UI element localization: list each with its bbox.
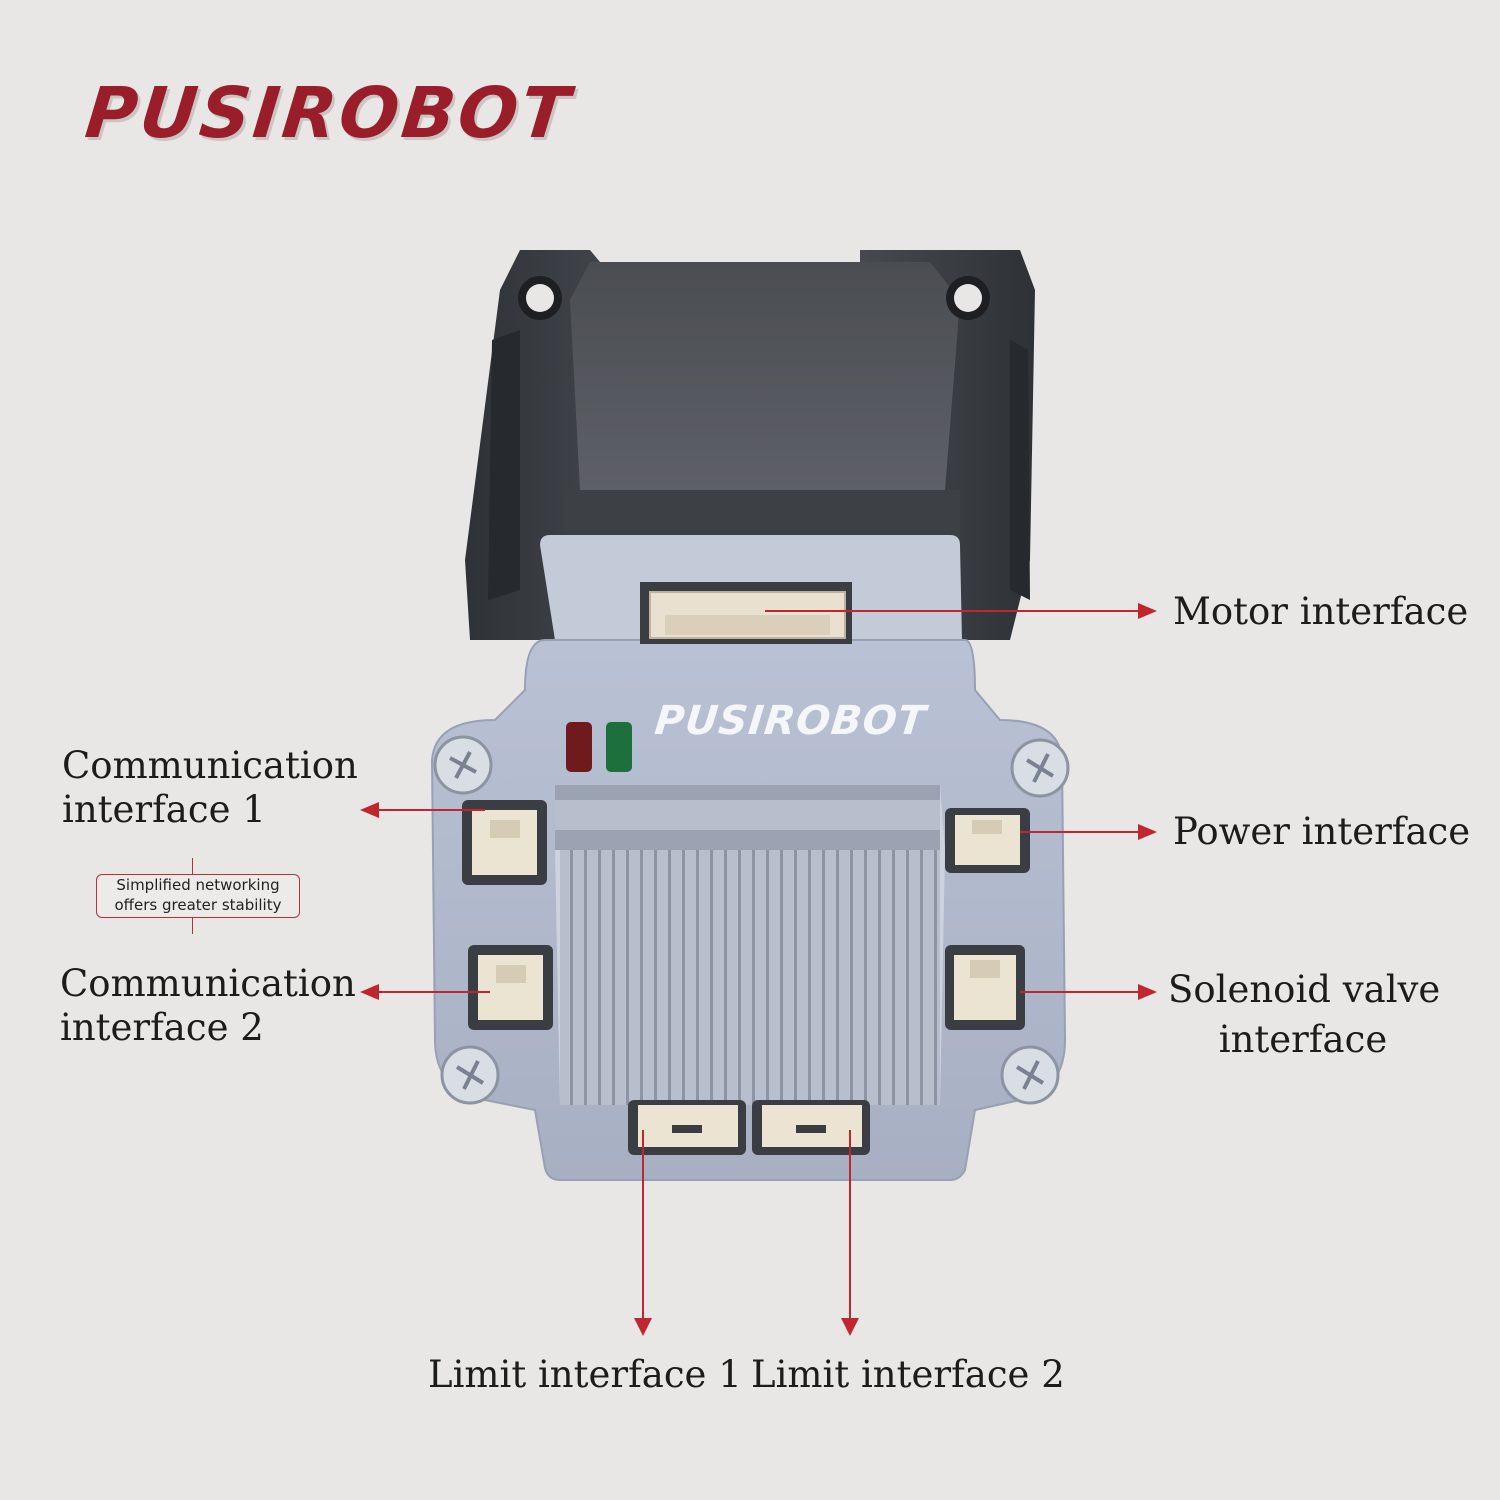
status-led-green bbox=[606, 722, 632, 772]
solenoid-connector bbox=[945, 945, 1025, 1030]
label-solenoid-line1: Solenoid valve bbox=[1168, 968, 1441, 1011]
limit2-connector bbox=[752, 1100, 870, 1155]
label-comm2-line2: interface 2 bbox=[60, 1006, 264, 1049]
screw-icon bbox=[1000, 1045, 1060, 1105]
label-comm-interface-1: Communication interface 1 bbox=[62, 744, 358, 832]
callout-arrows bbox=[360, 603, 1157, 1336]
label-solenoid-line2: interface bbox=[1218, 1018, 1388, 1061]
note-line1: Simplified networking bbox=[116, 876, 280, 894]
comm1-connector bbox=[462, 800, 547, 885]
screw-icon bbox=[440, 1045, 500, 1105]
note-connector-bottom bbox=[192, 918, 193, 934]
label-comm1-line2: interface 1 bbox=[62, 788, 266, 831]
label-power-interface: Power interface bbox=[1173, 810, 1471, 853]
limit1-connector bbox=[628, 1100, 746, 1155]
note-connector-top bbox=[192, 858, 193, 874]
label-comm2-line1: Communication bbox=[60, 962, 356, 1005]
label-limit-interface-2: Limit interface 2 bbox=[751, 1353, 1065, 1396]
comm2-connector bbox=[468, 945, 553, 1030]
panel-logo: PUSIROBOT bbox=[652, 698, 929, 744]
label-comm1-line1: Communication bbox=[62, 744, 358, 787]
label-solenoid-interface: Solenoid valve interface bbox=[1168, 968, 1441, 1062]
status-led-red bbox=[566, 722, 592, 772]
label-limit-interface-1: Limit interface 1 bbox=[428, 1353, 742, 1396]
networking-note: Simplified networking offers greater sta… bbox=[96, 874, 300, 918]
motor-connector bbox=[640, 582, 852, 644]
label-motor-interface: Motor interface bbox=[1173, 590, 1469, 633]
label-comm-interface-2: Communication interface 2 bbox=[60, 962, 356, 1050]
screw-icon bbox=[433, 735, 493, 795]
screw-icon bbox=[1010, 738, 1070, 798]
note-line2: offers greater stability bbox=[114, 896, 282, 914]
power-connector bbox=[945, 808, 1030, 873]
